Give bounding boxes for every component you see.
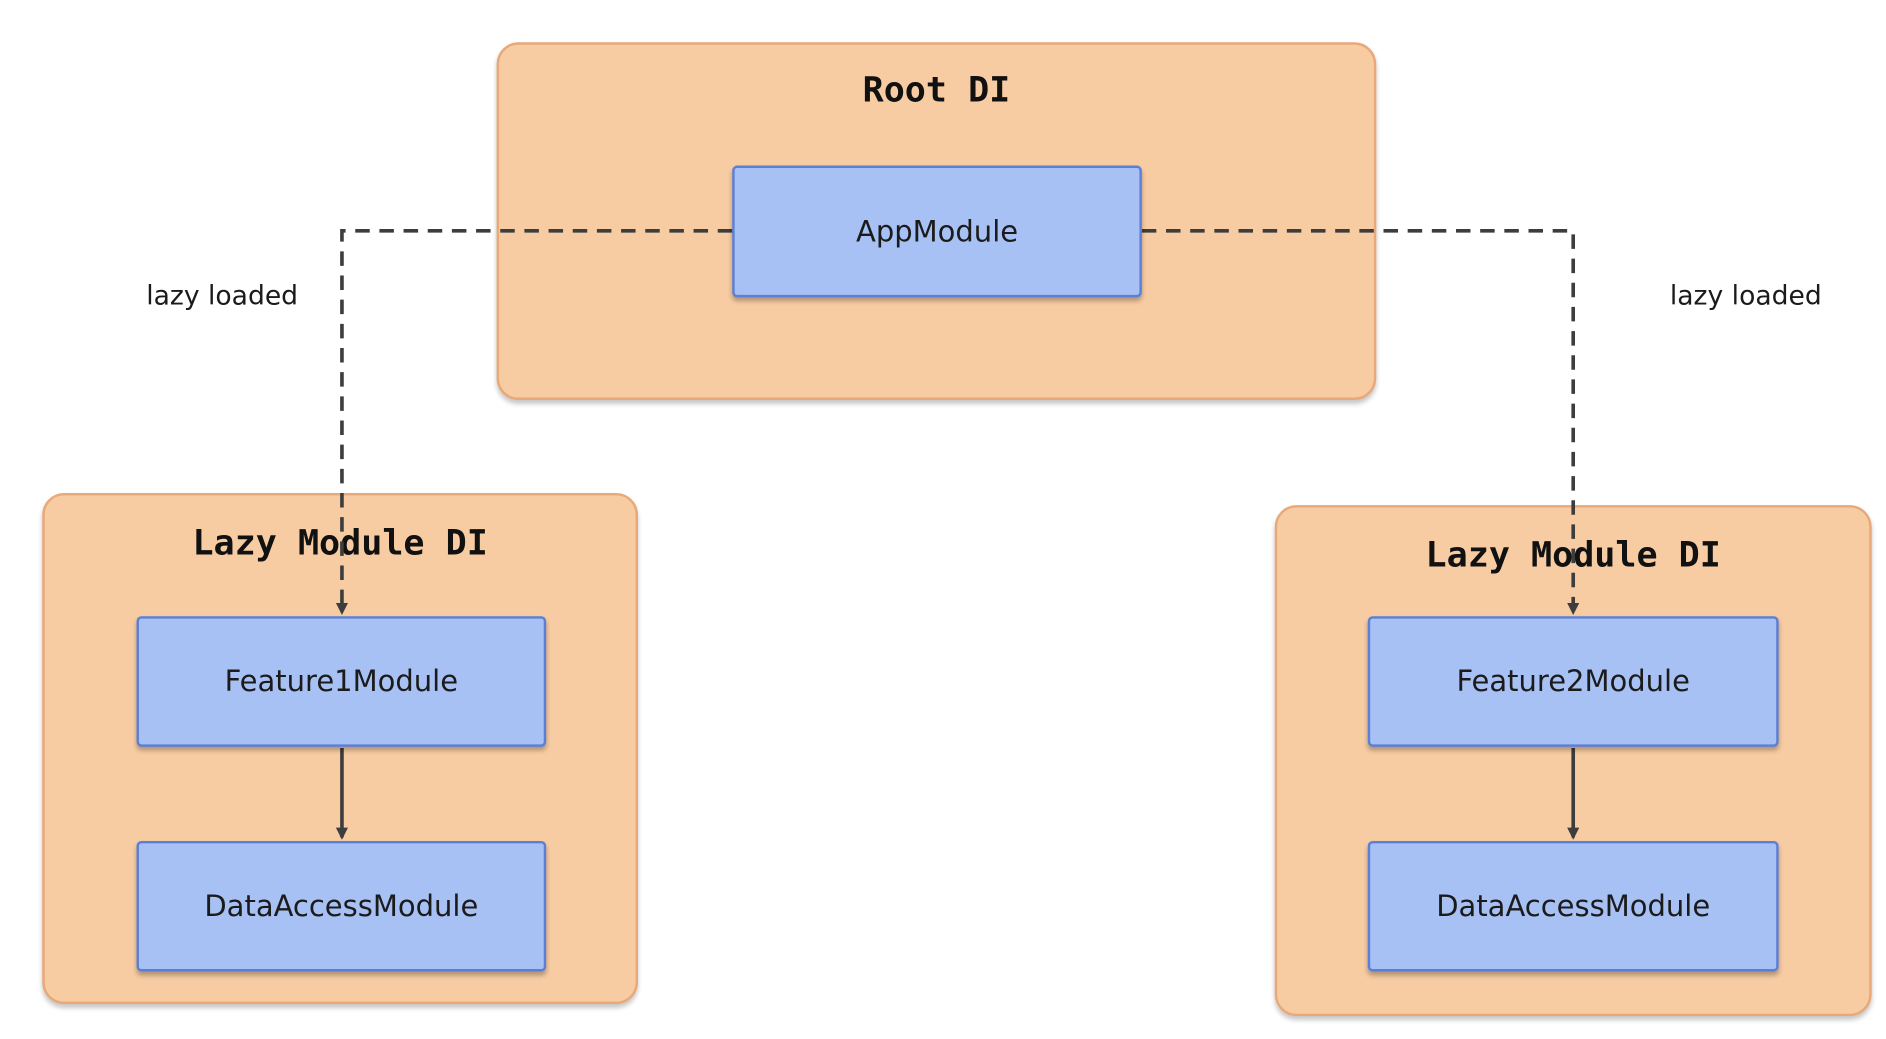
lazy-module-right-title: Lazy Module DI	[1425, 534, 1721, 576]
lazy-module-left-title: Lazy Module DI	[192, 521, 488, 564]
lazy-loaded-label-left: lazy loaded	[146, 281, 299, 312]
root-di-title: Root DI	[862, 68, 1011, 110]
feature2-module-node: Feature2Module	[1367, 616, 1779, 747]
data-access-module-right-node: DataAccessModule	[1367, 840, 1779, 972]
app-module-node: AppModule	[732, 165, 1142, 298]
data-access-module-left-node: DataAccessModule	[136, 840, 547, 972]
feature1-module-node: Feature1Module	[136, 616, 547, 747]
lazy-loaded-label-right: lazy loaded	[1669, 281, 1822, 312]
